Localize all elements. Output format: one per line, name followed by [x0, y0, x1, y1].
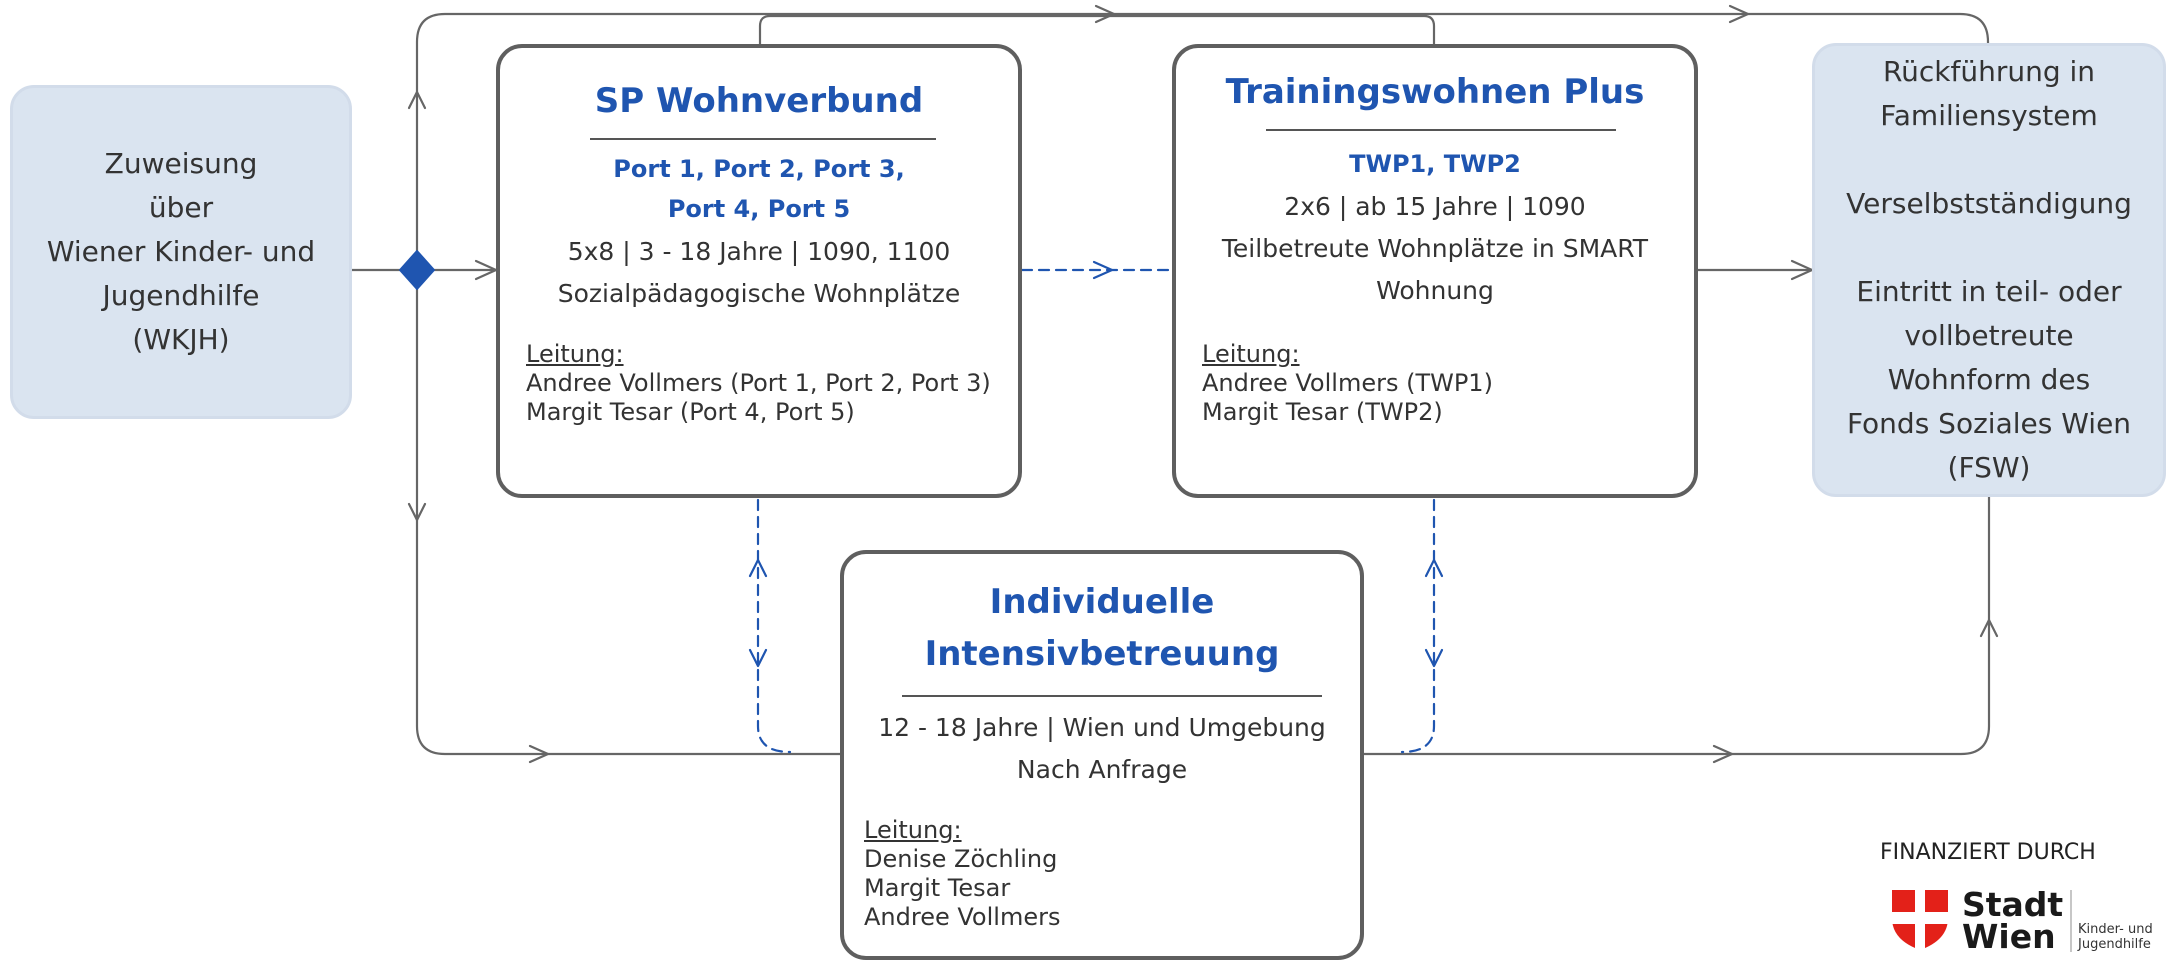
card-info: Teilbetreute Wohnplätze in SMART: [1221, 234, 1649, 263]
card-info: Wohnung: [1376, 276, 1494, 305]
title-divider: [590, 138, 936, 140]
lead-person: Denise Zöchling: [864, 845, 1058, 873]
lead-person: Margit Tesar: [864, 874, 1011, 902]
lead-person: Andree Vollmers (Port 1, Port 2, Port 3): [526, 369, 991, 397]
card-info: Nach Anfrage: [1016, 755, 1188, 784]
outcome-line: Wohnform des: [1887, 363, 2091, 396]
card-info: 5x8 | 3 - 18 Jahre | 1090, 1100: [567, 237, 951, 266]
assignment-line: über: [148, 191, 214, 224]
lead-person: Andree Vollmers (TWP1): [1202, 369, 1493, 397]
title-divider: [1266, 129, 1616, 131]
card-subtitle: Port 1, Port 2, Port 3,: [613, 155, 905, 183]
card-title: Individuelle: [989, 582, 1215, 622]
assignment-line: Zuweisung: [104, 147, 258, 180]
card-title: SP Wohnverbund: [594, 81, 924, 121]
lead-heading: Leitung:: [526, 340, 624, 368]
card-info: Sozialpädagogische Wohnplätze: [557, 279, 961, 308]
outcome-line: (FSW): [1947, 451, 2031, 484]
lead-block: Leitung: Denise Zöchling Margit Tesar An…: [864, 816, 1354, 932]
lead-block: Leitung: Andree Vollmers (TWP1) Margit T…: [1202, 340, 1688, 427]
outcomes-box: Rückführung in Familiensystem Verselbsts…: [1812, 43, 2166, 497]
stadt-wien-logo: Stadt Wien Kinder- und Jugendhilfe: [1890, 885, 2170, 956]
card-title: Trainingswohnen Plus: [1225, 72, 1645, 112]
card-title: Intensivbetreuung: [924, 634, 1280, 674]
logo-separator: [2070, 890, 2072, 952]
outcome-line: vollbetreute: [1904, 319, 2074, 352]
card-info: 2x6 | ab 15 Jahre | 1090: [1284, 192, 1586, 221]
title-divider: [902, 695, 1322, 697]
sp-wohnverbund-card: SP Wohnverbund Port 1, Port 2, Port 3, P…: [496, 44, 1022, 498]
assignment-line: Jugendhilfe: [102, 279, 260, 312]
lead-person: Andree Vollmers: [864, 903, 1061, 931]
lead-heading: Leitung:: [1202, 340, 1300, 368]
assignment-line: (WKJH): [132, 323, 230, 356]
funding-label: FINANZIERT DURCH: [1880, 840, 2096, 865]
outcome-line: Eintritt in teil- oder: [1856, 275, 2122, 308]
logo-word: Stadt: [1962, 885, 2064, 924]
assignment-line: Wiener Kinder- und: [46, 235, 316, 268]
decision-diamond: [399, 250, 435, 290]
logo-subtext: Jugendhilfe: [2078, 937, 2151, 952]
card-subtitle: Port 4, Port 5: [667, 195, 851, 223]
card-subtitle: TWP1, TWP2: [1349, 150, 1521, 178]
intensivbetreuung-card: Individuelle Intensivbetreuung 12 - 18 J…: [840, 550, 1364, 960]
logo-word: Wien: [1962, 917, 2056, 956]
lead-person: Margit Tesar (Port 4, Port 5): [526, 398, 855, 426]
lead-block: Leitung: Andree Vollmers (Port 1, Port 2…: [526, 340, 1012, 427]
assignment-box: Zuweisung über Wiener Kinder- und Jugend…: [10, 85, 352, 419]
outcome-line: Fonds Soziales Wien: [1846, 407, 2132, 440]
lead-person: Margit Tesar (TWP2): [1202, 398, 1443, 426]
vienna-shield-icon: [1892, 890, 1948, 952]
trainingswohnen-card: Trainingswohnen Plus TWP1, TWP2 2x6 | ab…: [1172, 44, 1698, 498]
lead-heading: Leitung:: [864, 816, 962, 844]
card-info: 12 - 18 Jahre | Wien und Umgebung: [878, 713, 1326, 742]
outcome-line: Verselbstständigung: [1846, 187, 2132, 220]
outcome-line: Familiensystem: [1880, 99, 2098, 132]
outcome-line: Rückführung in: [1882, 55, 2096, 88]
logo-subtext: Kinder- und: [2078, 922, 2153, 937]
